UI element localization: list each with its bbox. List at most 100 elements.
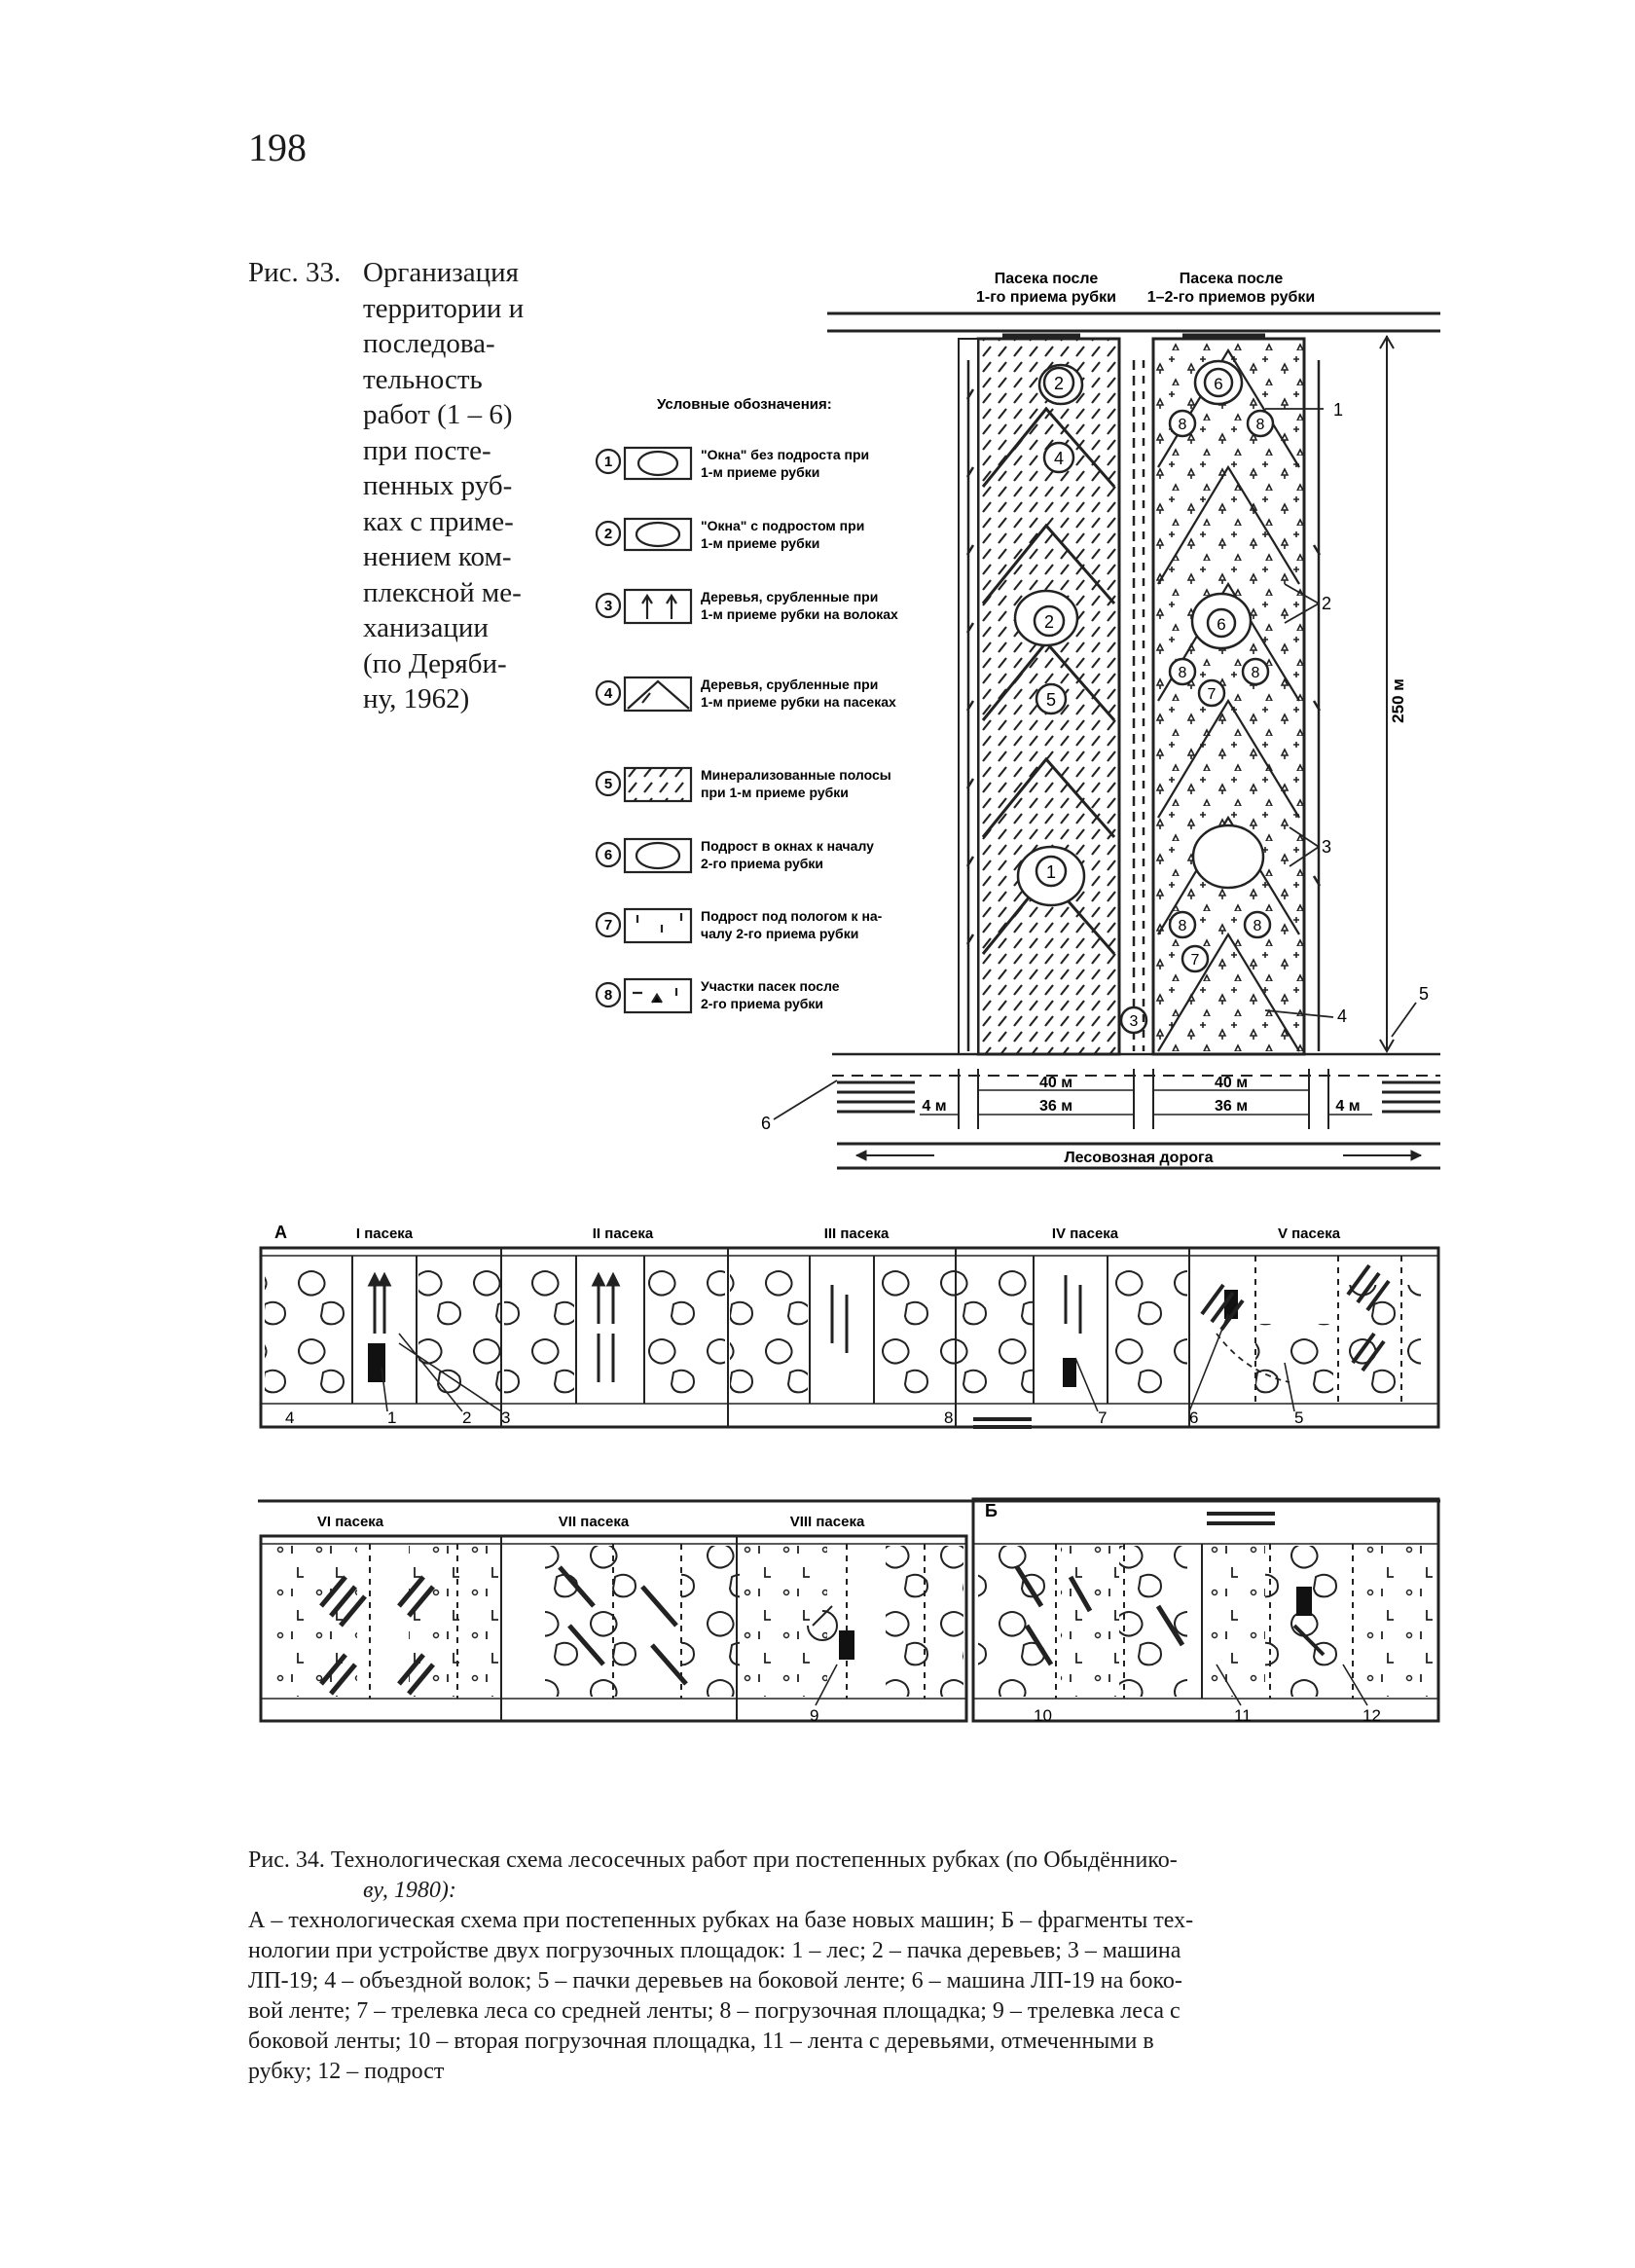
svg-text:8: 8 (604, 987, 612, 1004)
svg-text:5: 5 (604, 776, 612, 792)
legend-text: "Окна" с подростом при (701, 518, 864, 533)
fig33-caption-line: последова- (363, 328, 495, 359)
fig33-caption-line: ках с приме- (363, 505, 514, 537)
strip-label-6: VI пасека (317, 1514, 384, 1530)
svg-text:5: 5 (1046, 690, 1056, 710)
num-7: 7 (1098, 1408, 1107, 1427)
legend-item-8: 8 Участки пасек после 2-го приема рубки (595, 977, 840, 1014)
svg-text:1: 1 (1046, 862, 1056, 882)
fig34-caption-line: вой ленте; 7 – трелевка леса со средней … (248, 1998, 1181, 2024)
dim-250: 250 м (1379, 335, 1407, 1053)
fig34-caption-title2: ву, 1980): (363, 1878, 456, 1903)
fig33-caption-line: плексной ме- (363, 576, 522, 608)
legend-text: Деревья, срубленные при (701, 677, 878, 692)
dim-40b: 40 м (1215, 1075, 1248, 1091)
legend-text: Подрост под пологом к на- (701, 908, 883, 924)
road-label: Лесовозная дорога (1064, 1150, 1213, 1166)
num-10: 10 (1034, 1706, 1052, 1725)
svg-text:8: 8 (1179, 918, 1187, 934)
legend-items: 1 "Окна" без подроста при 1-м приеме руб… (595, 446, 898, 1014)
legend-text: Минерализованные полосы (701, 767, 891, 783)
fig33-diagram: Пасека после 1-го приема рубки Пасека по… (595, 271, 1440, 1170)
svg-text:8: 8 (1256, 417, 1265, 433)
fig34-caption-line: боковой ленты; 10 – вторая погрузочная п… (248, 2029, 1154, 2054)
legend-item-4: 4 Деревья, срубленные при 1-м приеме руб… (595, 676, 896, 713)
legend-text: чалу 2-го приема рубки (701, 926, 858, 941)
fig34-caption: Рис. 34. Технологическая схема лесосечны… (248, 1846, 1440, 2087)
legend-item-2: 2 "Окна" с подростом при 1-м приеме рубк… (595, 517, 864, 552)
fig33-callouts (773, 408, 1417, 1120)
legend-item-5: 5 Минерализованные полосы при 1-м приеме… (595, 766, 891, 803)
svg-text:8: 8 (1252, 665, 1260, 681)
num-12: 12 (1362, 1706, 1381, 1725)
fig34-caption-line: рубку; 12 – подрост (248, 2059, 445, 2084)
legend-text: при 1-м приеме рубки (701, 785, 849, 800)
legend-text: 2-го приема рубки (701, 856, 823, 871)
svg-text:2: 2 (1044, 612, 1054, 632)
callout-5: 5 (1419, 984, 1429, 1004)
dim-4a: 4 м (922, 1098, 946, 1115)
svg-text:6: 6 (1214, 375, 1222, 393)
legend-item-6: 6 Подрост в окнах к началу 2-го приема р… (595, 837, 874, 874)
num-6: 6 (1189, 1408, 1198, 1427)
fig34-diagram: А I пасека II пасека III пасека IV пасек… (258, 1223, 1440, 1725)
fig33-caption-text: Организация территории и последова- тель… (363, 255, 572, 717)
callout-2: 2 (1322, 594, 1331, 613)
legend-text: 1-м приеме рубки (701, 464, 819, 480)
svg-text:3: 3 (1130, 1013, 1139, 1030)
dim-40a: 40 м (1039, 1075, 1072, 1091)
svg-text:1: 1 (604, 454, 612, 470)
fig33-caption-line: пенных руб- (363, 470, 513, 501)
legend-text: Деревья, срубленные при (701, 589, 878, 604)
callout-1: 1 (1333, 400, 1343, 420)
num-2: 2 (462, 1408, 471, 1427)
fig34-caption-line: нологии при устройстве двух погрузочных … (248, 1938, 1181, 1963)
svg-text:2: 2 (604, 526, 612, 542)
dim-250-label: 250 м (1389, 678, 1407, 723)
num-4: 4 (285, 1408, 294, 1427)
strip2: 6 8 8 6 8 8 7 8 8 7 3 (1119, 337, 1322, 1056)
strip-label-4: IV пасека (1052, 1225, 1119, 1242)
svg-text:2: 2 (1054, 374, 1064, 393)
fig33-caption-line: Организация (363, 257, 519, 288)
strip2-header: Пасека после (1180, 271, 1284, 287)
fig34-caption-title: Рис. 34. Технологическая схема лесосечны… (248, 1847, 1178, 1873)
fig33-caption-line: нением ком- (363, 541, 512, 572)
callout-3: 3 (1322, 837, 1331, 857)
top-road (827, 311, 1440, 333)
fig33-caption-line: (по Деряби- (363, 647, 507, 679)
callout-4: 4 (1337, 1006, 1347, 1026)
strip-label-7: VII пасека (559, 1514, 630, 1530)
num-5: 5 (1294, 1408, 1303, 1427)
fig33-caption-line: работ (1 – 6) (363, 399, 513, 430)
strip2-header: 1–2-го приемов рубки (1147, 289, 1316, 306)
fig33-bottom (832, 1052, 1440, 1170)
fig33-caption-line: ханизации (363, 612, 489, 643)
svg-text:8: 8 (1179, 665, 1187, 681)
svg-text:6: 6 (604, 847, 612, 863)
fig33-label: Рис. 33. (248, 257, 342, 288)
strip-label-1: I пасека (356, 1225, 414, 1242)
legend-text: Подрост в окнах к началу (701, 838, 874, 854)
svg-text:6: 6 (1217, 615, 1225, 634)
fig33-caption-line: ну, 1962) (363, 683, 470, 714)
svg-text:4: 4 (604, 685, 613, 702)
fig34-caption-line: А – технологическая схема при постепенны… (248, 1908, 1194, 1933)
fig33-caption-line: тельность (363, 363, 483, 395)
strip1: 2 4 2 5 1 (958, 337, 1136, 1056)
legend-title: Условные обозначения: (657, 396, 832, 413)
callout-6: 6 (761, 1114, 771, 1133)
strip-label-8: VIII пасека (790, 1514, 865, 1530)
panel-a-bottom: VI пасека VII пасека VIII пасека 9 (259, 1514, 968, 1725)
svg-text:8: 8 (1179, 417, 1187, 433)
panel-b: Б 10 11 12 (971, 1497, 1440, 1725)
strip-label-2: II пасека (593, 1225, 654, 1242)
legend-text: "Окна" без подроста при (701, 447, 869, 462)
legend-item-7: 7 Подрост под пологом к на- чалу 2-го пр… (595, 907, 883, 944)
num-1: 1 (387, 1408, 396, 1427)
panel-a-top: А I пасека II пасека III пасека IV пасек… (259, 1223, 1440, 1429)
fig34-caption-line: ЛП-19; 4 – объездной волок; 5 – пачки де… (248, 1968, 1182, 1994)
num-3: 3 (501, 1408, 510, 1427)
panel-b-label: Б (985, 1501, 998, 1520)
svg-text:7: 7 (1208, 686, 1217, 703)
